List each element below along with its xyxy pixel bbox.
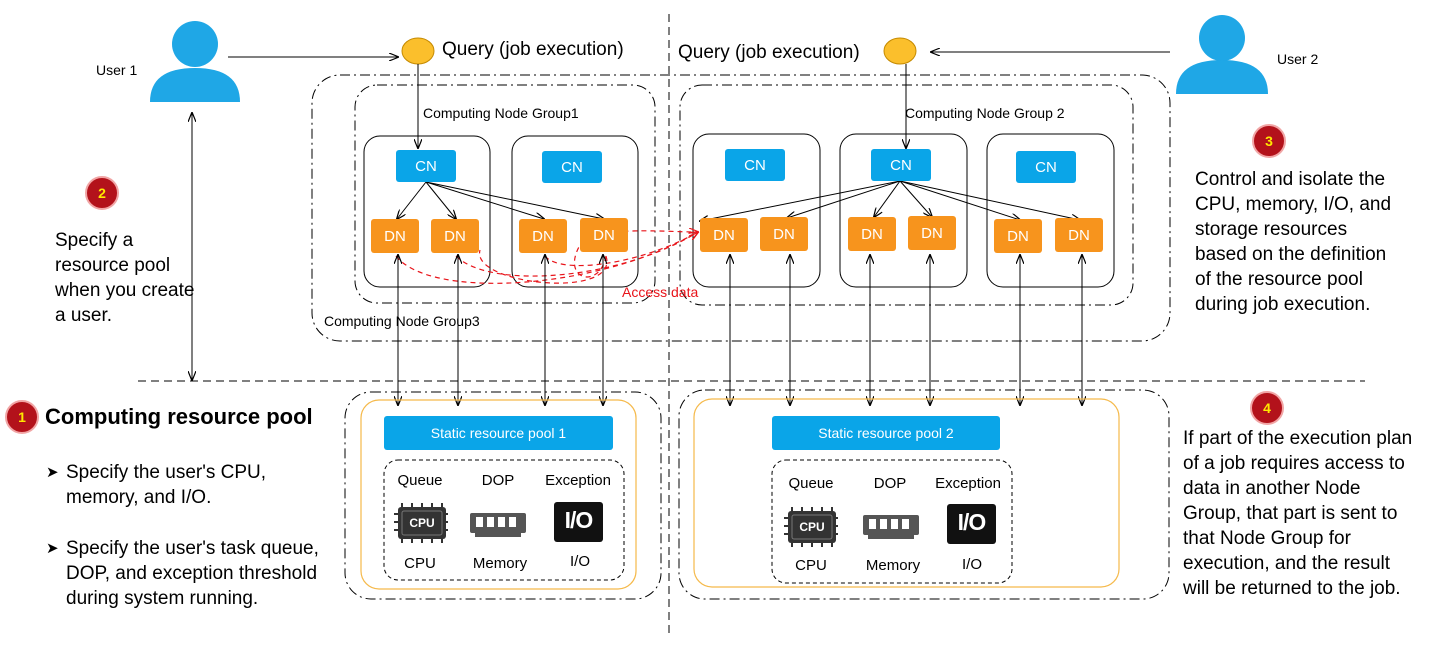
exception-label: Exception — [545, 472, 611, 489]
pool-1-resource-box — [383, 459, 625, 581]
step-4-text: If part of the execution plan of a job r… — [1183, 428, 1413, 599]
bullet-arrow-icon: ➤ — [46, 464, 59, 481]
pool-1-frame — [360, 399, 637, 590]
memory-label: Memory — [472, 555, 528, 572]
step-2-text: Specify a resource pool when you create … — [55, 230, 195, 326]
query-right-label: Query (job execution) — [678, 42, 860, 63]
group-2-label: Computing Node Group 2 — [905, 105, 1065, 121]
memory-icon — [470, 513, 526, 537]
io-icon — [947, 504, 996, 544]
access-data-curves — [395, 231, 698, 284]
pool-1-outer — [344, 391, 662, 600]
dn-node: DN — [994, 219, 1042, 253]
dn-node: DN — [908, 216, 956, 250]
node-box-3 — [692, 133, 821, 288]
query-right-dot — [883, 37, 917, 65]
node-box-5 — [986, 133, 1115, 288]
user-1-icon — [150, 21, 240, 102]
step-badge — [5, 400, 39, 434]
step-4-number: 4 — [1263, 400, 1271, 416]
dn-node: DN — [580, 218, 628, 252]
pool-2-outer — [678, 389, 1170, 600]
cpu-chip-icon — [784, 507, 838, 547]
node-group-1-border — [354, 84, 656, 304]
dop-label: DOP — [481, 472, 515, 489]
node-box-2 — [511, 135, 639, 288]
pool-1-title-bar — [384, 416, 613, 450]
cn-node: CN — [1016, 151, 1076, 183]
io-label: I/O — [961, 556, 982, 573]
cn-node: CN — [725, 149, 785, 181]
cn-node: CN — [396, 150, 456, 182]
dn-node: DN — [431, 219, 479, 253]
cn-node: CN — [871, 149, 931, 181]
step-badge — [85, 176, 119, 210]
cpu-chip-icon — [394, 503, 448, 543]
pool-2-frame — [693, 398, 1120, 588]
dop-label: DOP — [873, 475, 907, 492]
pool-1-title: Static resource pool 1 — [430, 425, 567, 441]
exception-label: Exception — [935, 475, 1001, 492]
dn-node: DN — [848, 217, 896, 251]
memory-icon — [863, 515, 919, 539]
queue-label: Queue — [788, 475, 834, 492]
step-1-bullet: ➤ Specify the user's CPU, memory, and I/… — [46, 462, 267, 508]
step-1-bullet: ➤ Specify the user's task queue, DOP, an… — [46, 538, 319, 609]
memory-label: Memory — [865, 557, 921, 574]
group-1-label: Computing Node Group1 — [423, 105, 579, 121]
user-2-icon — [1176, 15, 1268, 94]
bullet-arrow-icon: ➤ — [46, 540, 59, 557]
pool-2-title-bar — [772, 416, 1000, 450]
dn-node: DN — [700, 218, 748, 252]
step-badge — [1252, 124, 1286, 158]
pool-2-resource-box — [771, 459, 1013, 584]
node-box-4 — [839, 133, 968, 288]
dn-node: DN — [760, 217, 808, 251]
dn-node: DN — [371, 219, 419, 253]
query-left-dot — [401, 37, 435, 65]
pool-2-title: Static resource pool 2 — [818, 425, 954, 441]
cpu-label: CPU — [795, 557, 827, 574]
query-left-label: Query (job execution) — [442, 39, 624, 60]
step-badge — [1250, 391, 1284, 425]
io-icon — [554, 502, 603, 542]
step-2-number: 2 — [98, 185, 106, 201]
user-2-label: User 2 — [1277, 51, 1319, 67]
node-box-1 — [363, 135, 491, 288]
cpu-chip-text: CPU — [799, 520, 825, 534]
user-1-label: User 1 — [96, 62, 138, 78]
cpu-label: CPU — [404, 555, 436, 572]
io-label: I/O — [569, 553, 590, 570]
node-group-2-border — [679, 84, 1134, 306]
step-1-number: 1 — [18, 409, 26, 425]
io-icon-text: I/O — [957, 509, 987, 535]
io-icon-text: I/O — [564, 507, 594, 533]
step-1-title: Computing resource pool — [45, 404, 313, 429]
dn-node: DN — [1055, 218, 1103, 252]
cn-node: CN — [542, 151, 602, 183]
cpu-chip-text: CPU — [409, 516, 435, 530]
access-data-label: Access data — [622, 284, 699, 300]
dn-node: DN — [519, 219, 567, 253]
node-group-3-border — [311, 74, 1171, 342]
step-3-text: Control and isolate the CPU, memory, I/O… — [1195, 169, 1392, 315]
step-3-number: 3 — [1265, 133, 1273, 149]
queue-label: Queue — [397, 472, 443, 489]
group-3-label: Computing Node Group3 — [324, 313, 480, 329]
